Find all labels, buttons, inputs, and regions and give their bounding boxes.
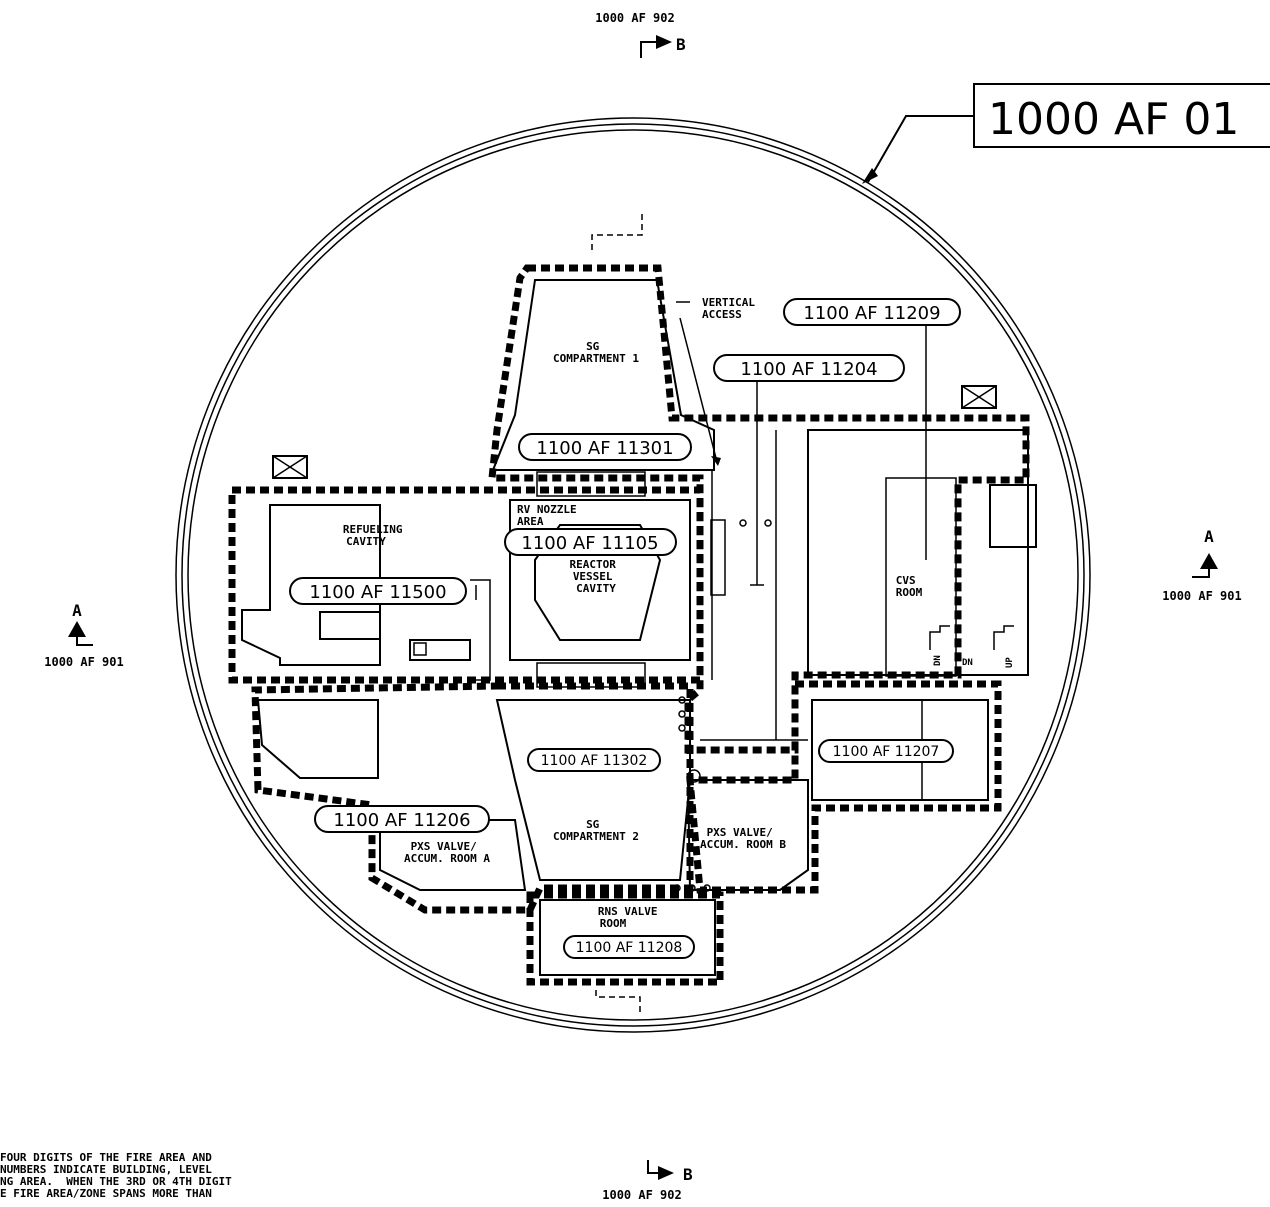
title-text: 1000 AF 01: [988, 94, 1239, 145]
section-letter-a-left: A: [72, 601, 82, 620]
room-sg1: SG COMPARTMENT 1: [553, 340, 639, 365]
zone-tag-11204: 1100 AF 11204: [713, 354, 905, 382]
hatch-box-right: [961, 385, 997, 409]
section-ref-a-right: 1000 AF 901: [1162, 589, 1241, 603]
svg-text:1100 AF 11206: 1100 AF 11206: [333, 810, 470, 831]
fz-boundary-refueling: [228, 486, 704, 684]
section-arrow-b-top: [656, 35, 672, 49]
room-refueling: REFUELING CAVITY: [343, 523, 409, 548]
section-arrow-b-bottom: [658, 1166, 674, 1180]
zone-tag-11105: 1100 AF 11105: [504, 528, 677, 556]
fire-zone-tags: 1100 AF 11209 1100 AF 11204 1100 AF 1130…: [289, 298, 961, 959]
pxs-a-wall: [379, 819, 527, 891]
rns-room-wall: [539, 899, 716, 976]
stair-dn-2: DN: [962, 658, 973, 668]
room-pxs-b: PXS VALVE/ ACCUM. ROOM B: [700, 826, 786, 851]
section-marker-b-top: 1000 AF 902 B: [595, 11, 686, 58]
svg-text:1100 AF 11105: 1100 AF 11105: [521, 533, 658, 554]
zone-tag-11207: 1100 AF 11207: [818, 739, 954, 763]
structure-walls: [241, 279, 1037, 976]
leaders: [475, 301, 927, 600]
svg-text:1100 AF 11500: 1100 AF 11500: [309, 582, 446, 603]
room-cvs: CVS ROOM: [896, 574, 923, 599]
room-labels: VERTICAL ACCESS SG COMPARTMENT 1 RV NOZZ…: [343, 296, 923, 930]
sg2-wall: [495, 699, 691, 881]
room-11207-wall: [811, 699, 989, 801]
svg-text:1100 AF 11208: 1100 AF 11208: [576, 940, 683, 956]
section-letter-b-top: B: [676, 35, 686, 54]
fz-boundary-11208: [526, 891, 724, 986]
svg-text:1100 AF 11204: 1100 AF 11204: [740, 359, 877, 380]
reactor-cavity-wall: [509, 499, 691, 661]
zone-tag-11500: 1100 AF 11500: [289, 577, 467, 605]
section-ref-b-top: 1000 AF 902: [595, 11, 674, 25]
section-letter-b-bottom: B: [683, 1165, 693, 1184]
cvs-room-wall: [807, 429, 1029, 676]
room-sg2: SG COMPARTMENT 2: [553, 818, 639, 843]
section-marker-a-left: A 1000 AF 901: [44, 601, 123, 669]
zone-tag-11301: 1100 AF 11301: [518, 433, 692, 461]
title-leader: [867, 115, 974, 183]
room-vertical-access: VERTICAL ACCESS: [702, 296, 762, 321]
zone-tag-11208: 1100 AF 11208: [563, 935, 695, 959]
section-arrow-a-right: [1200, 553, 1218, 569]
room-pxs-a: PXS VALVE/ ACCUM. ROOM A: [404, 840, 490, 865]
section-letter-a-right: A: [1204, 527, 1214, 546]
zone-tag-11206: 1100 AF 11206: [314, 805, 490, 833]
stair-up: UP: [1005, 657, 1015, 668]
svg-text:1100 AF 11207: 1100 AF 11207: [833, 744, 940, 760]
stairs: DN DN UP: [929, 625, 1015, 668]
hatch-box-left: [272, 455, 308, 479]
section-marker-b-bottom: B 1000 AF 902: [602, 1160, 693, 1202]
fz-boundary-11207: [686, 680, 1002, 894]
svg-text:1100 AF 11209: 1100 AF 11209: [803, 303, 940, 324]
svg-text:1100 AF 11302: 1100 AF 11302: [541, 753, 648, 769]
section-ref-a-left: 1000 AF 901: [44, 655, 123, 669]
section-arrow-a-left: [68, 621, 86, 637]
title-box: 1000 AF 01: [862, 83, 1270, 184]
fire-zone-boundaries: [228, 212, 1030, 1012]
stair-dn-1: DN: [933, 655, 943, 666]
room-rns: RNS VALVE ROOM: [598, 905, 664, 930]
section-ref-b-bottom: 1000 AF 902: [602, 1188, 681, 1202]
zone-tag-11302: 1100 AF 11302: [527, 748, 661, 772]
section-marker-a-right: A 1000 AF 901: [1162, 527, 1241, 603]
svg-text:1100 AF 11301: 1100 AF 11301: [536, 438, 673, 459]
containment-shell: [175, 117, 1091, 1033]
room-reactor-vessel: REACTOR VESSEL CAVITY: [570, 558, 623, 595]
pipe-penetrations: [673, 519, 772, 892]
room-rv-nozzle: RV NOZZLE AREA: [517, 503, 583, 528]
refueling-cavity-wall: [241, 504, 381, 666]
notes-text: FOUR DIGITS OF THE FIRE AREA AND NUMBERS…: [0, 1151, 232, 1200]
fz-boundary-lower: [251, 682, 694, 914]
zone-tag-11209: 1100 AF 11209: [783, 298, 961, 326]
